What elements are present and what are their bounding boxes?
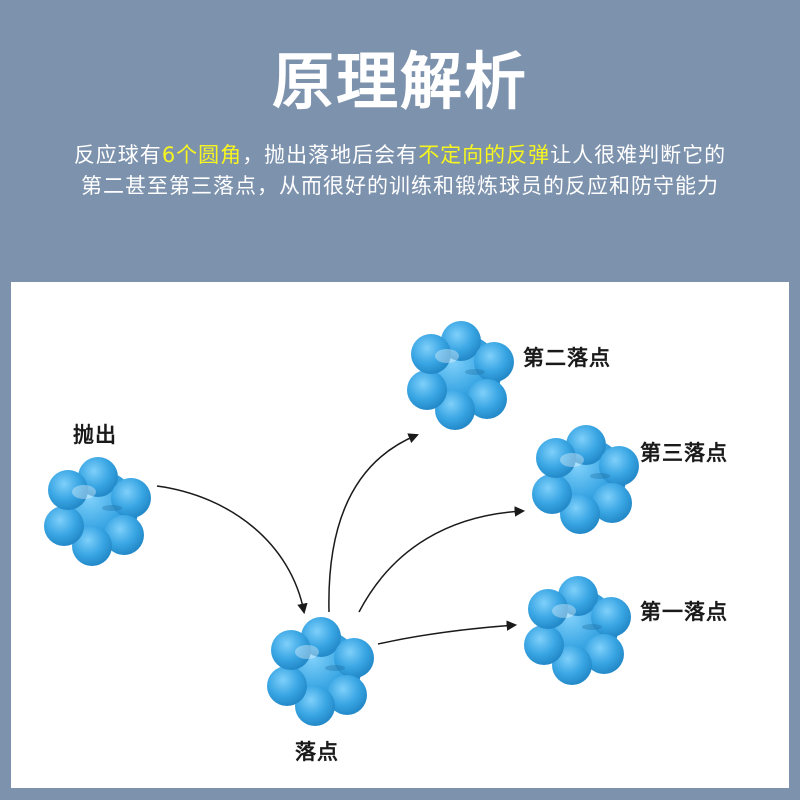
reaction-ball-icon [267,617,374,726]
description: 反应球有6个圆角，抛出落地后会有不定向的反弹让人很难判断它的第二甚至第三落点，从… [70,140,730,202]
desc-text-1: 反应球有 [73,143,162,167]
diagram-panel: 抛出 落点 第二落点 第三落点 第一落点 [11,282,789,788]
desc-text-3: 让人很难判断它的第二甚至第三落点，从而很好的训练和锻炼球员的反应和防守能力 [81,143,727,198]
page-title: 原理解析 [271,45,528,118]
arrow-throw-to-landing [156,485,308,615]
diagram-svg [44,321,639,726]
header: 原理解析 反应球有6个圆角，抛出落地后会有不定向的反弹让人很难判断它的第二甚至第… [0,0,800,282]
desc-highlight-2: 不定向的反弹 [418,143,551,167]
label-first-landing: 第一落点 [640,600,728,624]
arrow-to-second-landing [328,433,419,613]
reaction-ball-icon [44,457,151,566]
reaction-ball-icon [532,425,639,534]
label-throw: 抛出 [73,423,117,447]
label-second-landing: 第二落点 [523,346,611,370]
arrow-to-third-landing [358,506,526,613]
reaction-ball-icon [524,576,631,685]
desc-text-2: ，抛出落地后会有 [242,143,419,167]
label-landing: 落点 [295,740,339,764]
label-third-landing: 第三落点 [640,441,728,465]
desc-highlight-1: 6个圆角 [161,143,243,167]
reaction-ball-icon [407,321,514,430]
arrow-to-first-landing [377,620,518,645]
